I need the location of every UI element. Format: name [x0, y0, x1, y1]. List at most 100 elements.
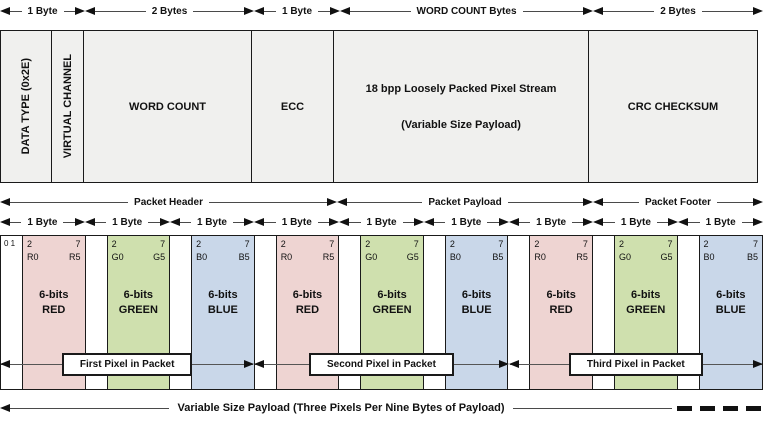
color-msb-label: R5 — [576, 252, 588, 262]
arrowhead-left-icon — [337, 198, 347, 206]
bit-start-label: 2 — [534, 239, 540, 249]
arrowhead-right-icon — [330, 7, 341, 15]
bit-range-line: 2 7 — [23, 236, 85, 249]
arrow-line — [741, 221, 754, 223]
pixel-group-label: Second Pixel in Packet — [309, 352, 454, 376]
one-byte-label: 1 Byte — [196, 216, 227, 228]
arrowhead-left-icon — [85, 7, 95, 15]
arrow-line — [349, 221, 361, 223]
color-bit-line: B0 B5 — [700, 249, 763, 262]
bit-end-label: 7 — [75, 239, 81, 249]
one-byte-label: 1 Byte — [366, 216, 397, 228]
color-field-name-line2: GREEN — [118, 304, 158, 316]
arrow-line — [317, 221, 330, 223]
pixel-group-arrow: Second Pixel in Packet — [254, 351, 509, 377]
field-virtual-channel: VIRTUAL CHANNEL — [51, 30, 84, 183]
arrowhead-right-icon — [244, 7, 255, 15]
color-msb-label: B5 — [238, 252, 250, 262]
arrowhead-left-icon — [593, 218, 604, 226]
color-lsb-label: B0 — [449, 252, 461, 262]
arrow-line — [507, 201, 583, 203]
pixel-stream-line2: (Variable Size Payload) — [401, 118, 521, 131]
pixel-group-label: First Pixel in Packet — [61, 352, 193, 376]
bit-range-line: 2 7 — [700, 236, 763, 249]
byte-size-arrow: 1 Byte — [0, 5, 86, 17]
one-byte-arrow: 1 Byte — [423, 216, 509, 228]
pixel-stream-line1: 18 bpp Loosely Packed Pixel Stream — [365, 82, 557, 95]
arrow-line — [10, 221, 22, 223]
color-field-name: 6-bits RED — [530, 288, 592, 318]
arrow-line — [522, 10, 584, 12]
bit-end-label: 7 — [667, 239, 673, 249]
byte-size-arrow: WORD COUNT Bytes — [340, 5, 594, 17]
arrowhead-right-icon — [159, 218, 170, 226]
arrowhead-right-icon — [498, 360, 509, 368]
bit-end-label: 7 — [582, 239, 588, 249]
arrow-line — [347, 201, 423, 203]
color-field-name-line2: RED — [42, 304, 66, 316]
byte-size-label: 2 Bytes — [660, 5, 696, 17]
arrowhead-left-icon — [0, 360, 10, 368]
bit-range-line: 2 7 — [361, 236, 423, 249]
packet-sections-row: Packet Header Packet Payload Packet Foot… — [0, 196, 763, 208]
one-byte-arrow: 1 Byte — [254, 216, 340, 228]
bit-end-label: 7 — [413, 239, 419, 249]
byte-size-arrow: 2 Bytes — [85, 5, 255, 17]
color-field-name-line2: BLUE — [715, 304, 746, 316]
one-byte-arrows-row: 1 Byte 1 Byte 1 Byte 1 Byte 1 Byte 1 Byt… — [0, 216, 763, 228]
field-pixel-stream-text: 18 bpp Loosely Packed Pixel Stream (Vari… — [366, 83, 557, 131]
payload-byte: 2 7 B0 B5 6-bits BLUE — [678, 236, 763, 389]
bit-start-label: 2 — [111, 239, 117, 249]
field-word-count-label: WORD COUNT — [129, 100, 206, 113]
color-msb-label: B5 — [492, 252, 504, 262]
dashed-continuation-icon — [677, 405, 763, 411]
color-lsb-label: R0 — [27, 252, 39, 262]
bit-start-label: 2 — [280, 239, 286, 249]
color-field-name-line1: 6-bits — [461, 289, 492, 301]
arrow-line — [10, 10, 22, 12]
color-msb-label: G5 — [153, 252, 166, 262]
byte-size-label: WORD COUNT Bytes — [416, 5, 517, 17]
color-field-name: 6-bits BLUE — [446, 288, 508, 318]
color-lsb-label: B0 — [703, 252, 715, 262]
color-lsb-label: R0 — [280, 252, 293, 262]
color-field-name: 6-bits GREEN — [108, 288, 170, 318]
color-field-name-line2: BLUE — [461, 304, 492, 316]
arrowhead-right-icon — [583, 7, 594, 15]
packet-fields-row: DATA TYPE (0x2E) VIRTUAL CHANNEL WORD CO… — [0, 30, 763, 183]
arrowhead-right-icon — [752, 360, 763, 368]
arrowhead-right-icon — [583, 218, 594, 226]
footer-caption-row: Variable Size Payload (Three Pixels Per … — [0, 402, 763, 414]
color-bit-line: G0 G5 — [361, 249, 423, 262]
one-byte-arrow: 1 Byte — [678, 216, 763, 228]
arrow-line — [63, 10, 76, 12]
arrowhead-left-icon — [169, 218, 180, 226]
arrow-line — [208, 201, 327, 203]
pixel-groups-row: First Pixel in Packet Second Pixel in Pa… — [0, 351, 763, 377]
packet-section-label: Packet Payload — [428, 196, 502, 208]
packet-footer-arrow: Packet Footer — [593, 196, 763, 208]
arrow-line — [603, 10, 655, 12]
packet-section-label: Packet Header — [134, 196, 203, 208]
color-field-name: 6-bits GREEN — [361, 288, 423, 318]
arrowhead-left-icon — [0, 7, 10, 15]
one-byte-arrow: 1 Byte — [339, 216, 424, 228]
arrowhead-left-icon — [508, 218, 519, 226]
arrow-line — [656, 221, 669, 223]
bit-start-label: 2 — [618, 239, 624, 249]
color-field-name-line1: 6-bits — [631, 289, 661, 301]
one-byte-label: 1 Byte — [112, 216, 143, 228]
color-bit-line: R0 R5 — [530, 249, 592, 262]
arrow-line — [264, 10, 276, 12]
arrowhead-left-icon — [254, 7, 264, 15]
bit-range-line: 2 7 — [446, 236, 508, 249]
arrowhead-left-icon — [593, 7, 603, 15]
bit-range-line: 2 7 — [530, 236, 592, 249]
one-byte-arrow: 1 Byte — [593, 216, 679, 228]
arrowhead-left-icon — [340, 7, 350, 15]
byte-size-label: 1 Byte — [282, 5, 313, 17]
color-msb-label: R5 — [322, 252, 335, 262]
payload-byte: 2 7 B0 B5 6-bits BLUE — [424, 236, 509, 389]
pixel-group-arrow: Third Pixel in Packet — [508, 351, 763, 377]
